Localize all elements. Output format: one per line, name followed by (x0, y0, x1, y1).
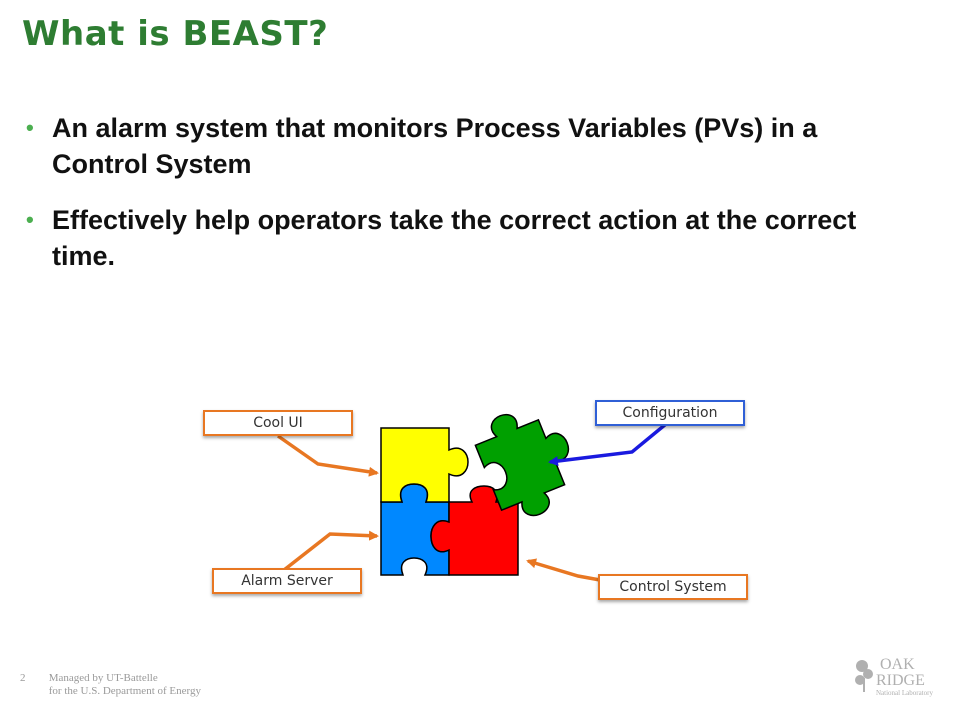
bullet-list: • An alarm system that monitors Process … (26, 110, 886, 294)
bullet-dot-icon: • (26, 115, 34, 140)
configuration-label: Configuration (595, 400, 745, 426)
green-puzzle-piece (474, 413, 570, 517)
control-system-arrow (526, 558, 601, 582)
logo-text-oak: OAK (880, 656, 915, 673)
cool-ui-label: Cool UI (203, 410, 353, 436)
bullet-text: An alarm system that monitors Process Va… (52, 113, 818, 179)
footer-line-1: Managed by UT-Battelle (48, 672, 158, 684)
bullet-dot-icon: • (26, 207, 34, 232)
control-system-label: Control System (598, 574, 748, 600)
alarm-server-label: Alarm Server (212, 568, 362, 594)
oak-ridge-logo: OAK RIDGE National Laboratory (855, 656, 933, 697)
bullet-item: • An alarm system that monitors Process … (26, 110, 886, 182)
footer-line-2: for the U.S. Department of Energy (48, 685, 201, 697)
red-puzzle-piece (430, 485, 519, 576)
bullet-text: Effectively help operators take the corr… (52, 205, 857, 271)
logo-text-ridge: RIDGE (876, 672, 925, 689)
logo-text-national-laboratory: National Laboratory (876, 689, 933, 697)
footer-text: Managed by UT-Battelle for the U.S. Depa… (49, 672, 201, 698)
page-number: 2 (20, 672, 26, 684)
alarm-server-arrow (282, 530, 379, 572)
cool-ui-arrow (276, 434, 379, 477)
configuration-arrow (548, 422, 668, 466)
slide-title: What is BEAST? (22, 14, 329, 54)
leaf-icon (855, 660, 873, 692)
footer: 2 Managed by UT-Battelle for the U.S. De… (20, 672, 201, 698)
bullet-item: • Effectively help operators take the co… (26, 202, 886, 274)
